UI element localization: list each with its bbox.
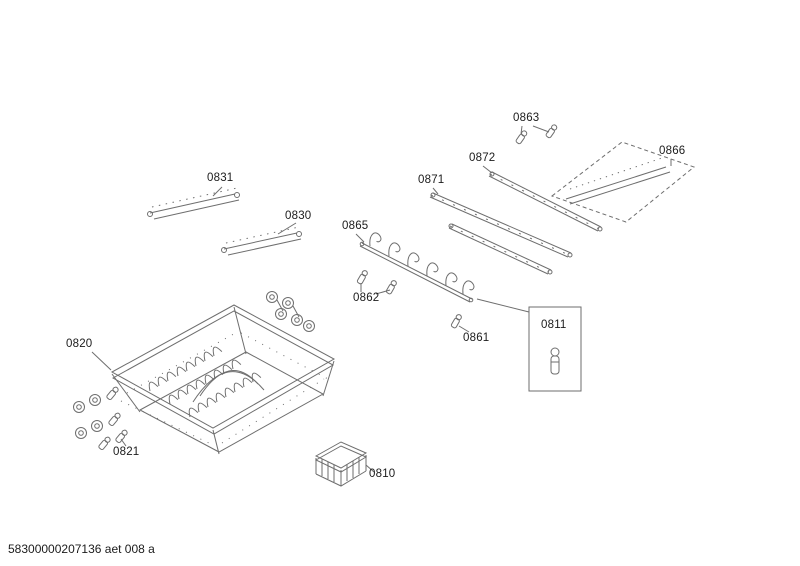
part-label-0866: 0866 bbox=[659, 145, 686, 157]
basket-wheels-left-0821-drawing bbox=[73, 385, 129, 451]
part-label-0810: 0810 bbox=[369, 468, 396, 480]
folding-tine-rack-0831-drawing bbox=[147, 187, 240, 220]
wheel-part bbox=[275, 308, 287, 320]
wheel-part bbox=[91, 420, 103, 432]
clip-part bbox=[356, 269, 369, 286]
part-label-0865: 0865 bbox=[342, 220, 369, 232]
part-label-0861: 0861 bbox=[463, 332, 490, 344]
clip-part bbox=[385, 279, 398, 296]
part-label-0862: 0862 bbox=[353, 292, 380, 304]
hook-wire-0865-drawing bbox=[359, 231, 476, 303]
part-label-0820: 0820 bbox=[66, 338, 93, 350]
clip-part bbox=[105, 385, 120, 401]
fastener-clips-0862-drawing bbox=[356, 269, 398, 296]
basket-wheels-right-drawing bbox=[266, 291, 315, 332]
clip-part bbox=[107, 411, 122, 427]
part-label-0871: 0871 bbox=[418, 174, 445, 186]
part-label-0830: 0830 bbox=[285, 210, 312, 222]
part-label-0863: 0863 bbox=[513, 112, 540, 124]
part-label-0831: 0831 bbox=[207, 172, 234, 184]
document-number: 58300000207136 aet 008 a bbox=[8, 542, 155, 556]
wheel-part bbox=[89, 394, 101, 406]
clip-part bbox=[114, 428, 129, 444]
insert-basket-0810-drawing bbox=[314, 441, 368, 487]
tine-insert-0866-drawing bbox=[550, 141, 696, 223]
lower-basket-0820-drawing bbox=[110, 304, 336, 455]
pin-0811-drawing bbox=[528, 306, 582, 392]
part-label-0821: 0821 bbox=[113, 446, 140, 458]
wheel-part bbox=[303, 320, 315, 332]
folding-tine-rack-0830-drawing bbox=[221, 226, 302, 256]
wheel-part bbox=[291, 314, 303, 326]
wheel-part bbox=[282, 297, 294, 309]
clip-part bbox=[450, 313, 463, 330]
wheel-part bbox=[266, 291, 278, 303]
part-label-0872: 0872 bbox=[469, 152, 496, 164]
wheel-part bbox=[75, 427, 87, 439]
wheel-part bbox=[73, 401, 85, 413]
rails-0871-drawing bbox=[429, 192, 573, 275]
part-label-0811: 0811 bbox=[541, 319, 567, 331]
clip-part bbox=[97, 435, 112, 451]
leader-lines bbox=[91, 125, 672, 473]
rail-0872-drawing bbox=[488, 171, 603, 232]
fastener-clip-0861-drawing bbox=[450, 313, 463, 330]
